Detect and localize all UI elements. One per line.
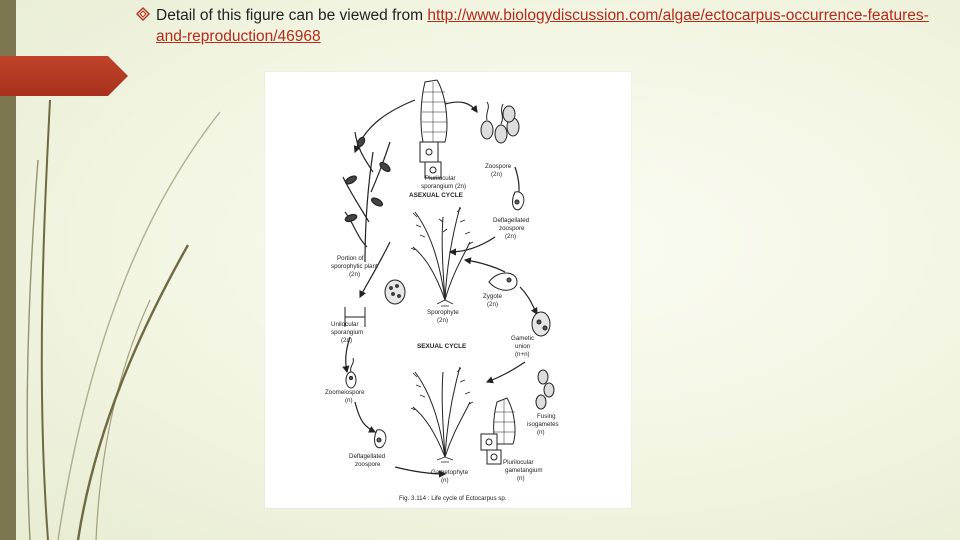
label-deflagellated-top-3: (2n) [505, 233, 516, 240]
plurilocular-sporangium-drawing [420, 80, 447, 178]
unilocular-sporangium-drawing [345, 280, 405, 327]
sporophytic-plant-portion-drawing [343, 132, 392, 262]
fusing-isogametes-drawing [536, 370, 554, 409]
label-plurilocular-gametangium-3: (n) [517, 475, 525, 482]
label-gametophyte-1: Gametophyte [431, 469, 469, 476]
label-deflagellated-bottom-1: Deflagellated [349, 453, 386, 460]
label-unilocular-1: Unilocular [331, 321, 359, 328]
decorative-grass-lines [0, 0, 260, 540]
label-sexual-cycle: SEXUAL CYCLE [417, 343, 467, 350]
label-sporophytic-portion-3: (2n) [349, 271, 360, 278]
gametophyte-drawing [411, 367, 473, 462]
label-sporophyte-2: (2n) [437, 317, 448, 324]
deflagellated-zoospore-bottom-drawing [375, 430, 386, 448]
label-sporophytic-portion-1: Portion of [337, 255, 364, 262]
label-fusing-isogametes-1: Fusing [537, 413, 556, 420]
zygote-drawing [489, 273, 517, 290]
plurilocular-gametangium-drawing [481, 398, 515, 464]
label-plurilocular-gametangium-2: gametangium [505, 467, 543, 474]
label-zoomeiospore-2: (n) [345, 397, 353, 404]
label-sporophyte-1: Sporophyte [427, 309, 459, 316]
diamond-outline-icon [136, 7, 150, 21]
label-deflagellated-top-1: Deflagellated [493, 217, 530, 224]
bullet-text: Detail of this figure can be viewed from [156, 7, 427, 24]
gametic-union-drawing [532, 312, 550, 336]
label-gametic-union-3: (n+n) [515, 351, 530, 358]
label-gametic-union-2: union [515, 343, 531, 350]
label-gametophyte-2: (n) [441, 477, 449, 484]
label-plurilocular-gametangium-1: Plurilocular [503, 459, 534, 466]
label-zoomeiospore-1: Zoomeiospore [325, 389, 365, 396]
label-fusing-isogametes-3: (n) [537, 429, 545, 436]
label-gametic-union-1: Gametic [511, 335, 534, 342]
zoomeiospore-drawing [346, 358, 356, 388]
sporophyte-drawing [411, 207, 473, 306]
label-fusing-isogametes-2: isogametes [527, 421, 559, 428]
zoospore-drawing [481, 102, 519, 143]
label-asexual-cycle: ASEXUAL CYCLE [409, 192, 464, 199]
label-zoospore-2: (2n) [491, 171, 502, 178]
deflagellated-zoospore-top-drawing [513, 192, 524, 210]
life-cycle-figure: Plurilocular sporangium (2n) ASEXUAL CYC… [265, 72, 631, 508]
label-sporophytic-portion-2: sporophytic plant [331, 263, 378, 270]
label-unilocular-3: (2n) [341, 337, 352, 344]
label-deflagellated-bottom-2: zoospore [355, 461, 381, 468]
label-zygote-2: (2n) [487, 301, 498, 308]
label-unilocular-2: sporangium [331, 329, 363, 336]
label-zygote-1: Zygote [483, 293, 502, 300]
figure-caption: Fig. 3.114 : Life cycle of Ectocarpus sp… [399, 495, 507, 502]
life-cycle-diagram: Plurilocular sporangium (2n) ASEXUAL CYC… [265, 72, 631, 508]
label-plurilocular-sporangium-1: Plurilocular [425, 175, 456, 182]
label-plurilocular-sporangium-2: sporangium (2n) [421, 183, 466, 190]
figure-labels: Plurilocular sporangium (2n) ASEXUAL CYC… [325, 163, 559, 502]
label-zoospore-1: Zoospore [485, 163, 512, 170]
label-deflagellated-top-2: zoospore [499, 225, 525, 232]
bullet-item: Detail of this figure can be viewed from… [136, 5, 936, 47]
